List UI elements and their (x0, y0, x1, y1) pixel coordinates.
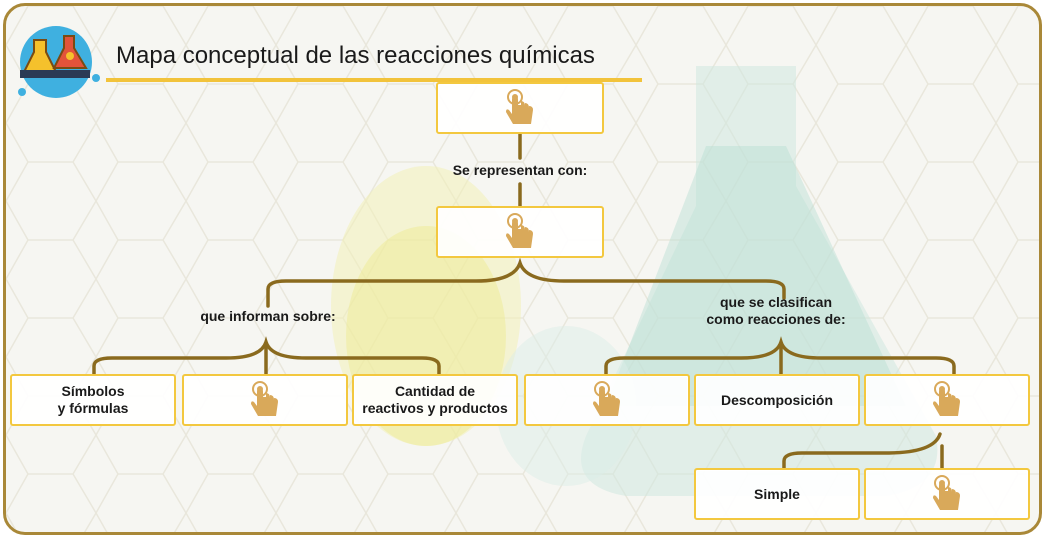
page-title: Mapa conceptual de las reacciones químic… (116, 42, 595, 69)
label-classify-line2: como reacciones de: (706, 311, 846, 327)
reveal-box-middle[interactable] (436, 206, 604, 258)
connector-branch-inform (92, 336, 441, 376)
box-decomposition: Descomposición (694, 374, 860, 426)
label-classify-line1: que se clasifican (719, 294, 833, 310)
concept-map-frame: Mapa conceptual de las reacciones químic… (3, 3, 1042, 535)
reveal-box-top[interactable] (436, 82, 604, 134)
chemistry-flasks-icon (18, 26, 100, 98)
box-symbols: Símbolos y fórmulas (10, 374, 176, 426)
tap-hand-icon (506, 89, 533, 124)
tap-hand-icon (251, 381, 278, 416)
label-classify: que se clasifican como reacciones de: (686, 294, 866, 328)
label-represent: Se representan con: (452, 162, 588, 178)
tap-hand-icon (933, 381, 960, 416)
reveal-box-inform-center[interactable] (182, 374, 348, 426)
box-quantity-line1: Cantidad de (394, 383, 476, 399)
reveal-box-classify-right[interactable] (864, 374, 1030, 426)
connector-branch-right (782, 432, 942, 470)
reveal-box-bottom-right[interactable] (864, 468, 1030, 520)
label-inform: que informan sobre: (200, 308, 336, 324)
connector-lines (92, 132, 956, 470)
tap-hand-icon (506, 213, 533, 248)
box-symbols-line1: Símbolos (61, 383, 125, 399)
box-quantity-line2: reactivos y productos (362, 400, 508, 416)
tap-hand-icon (593, 381, 620, 416)
tap-hand-icon (933, 475, 960, 510)
box-quantity: Cantidad de reactivos y productos (352, 374, 518, 426)
connector-branch-main (266, 257, 786, 308)
reveal-box-classify-left[interactable] (524, 374, 690, 426)
connector-branch-classify (604, 336, 956, 376)
box-symbols-line2: y fórmulas (57, 400, 129, 416)
title-bar: Mapa conceptual de las reacciones químic… (106, 36, 642, 82)
box-simple: Simple (694, 468, 860, 520)
